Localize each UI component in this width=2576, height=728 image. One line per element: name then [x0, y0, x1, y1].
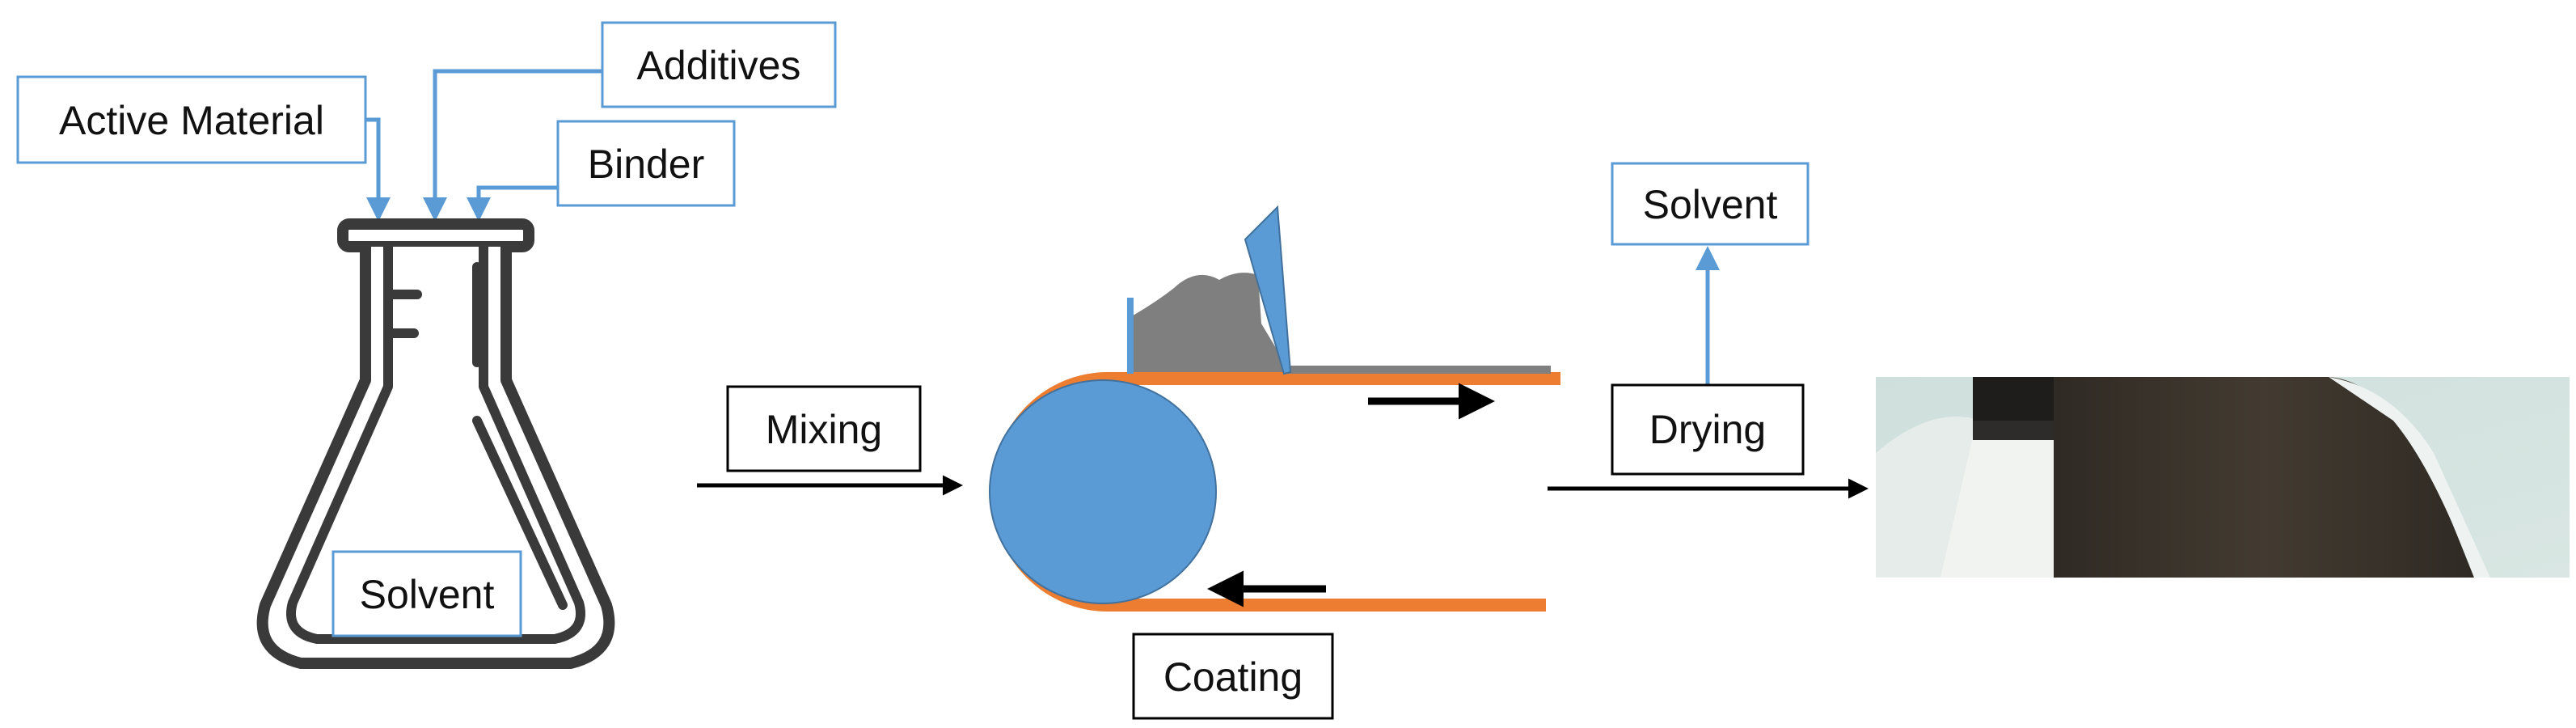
solvent-out-label: Solvent [1643, 182, 1778, 227]
additives-label: Additives [637, 43, 801, 88]
additives-label-box: Additives [601, 21, 837, 108]
drying-label: Drying [1649, 407, 1766, 452]
drying-label-box: Drying [1611, 383, 1805, 476]
mixing-label: Mixing [766, 407, 882, 452]
solvent-out-label-box: Solvent [1611, 162, 1810, 246]
active-material-label: Active Material [59, 98, 324, 143]
additives-arrow [423, 69, 602, 222]
active-material-arrow [365, 117, 391, 222]
binder-arrow [467, 185, 558, 222]
coating-label: Coating [1163, 654, 1303, 700]
coated-layer [1286, 366, 1551, 374]
binder-label-box: Binder [556, 120, 736, 207]
coating-roller-icon [989, 205, 1560, 612]
slurry [1130, 273, 1290, 372]
binder-label: Binder [588, 142, 705, 187]
doctor-blade [1244, 205, 1292, 375]
flask-solvent-label: Solvent [360, 572, 495, 617]
reservoir-wall [1127, 298, 1134, 374]
electrode-sheet [2054, 377, 2474, 578]
coated-electrode-photo [1876, 377, 2570, 578]
coating-label-box: Coating [1132, 633, 1334, 720]
active-material-label-box: Active Material [16, 75, 367, 164]
flask-solvent-label-box: Solvent [332, 550, 522, 637]
mixing-label-box: Mixing [726, 385, 922, 472]
roller [989, 379, 1217, 604]
